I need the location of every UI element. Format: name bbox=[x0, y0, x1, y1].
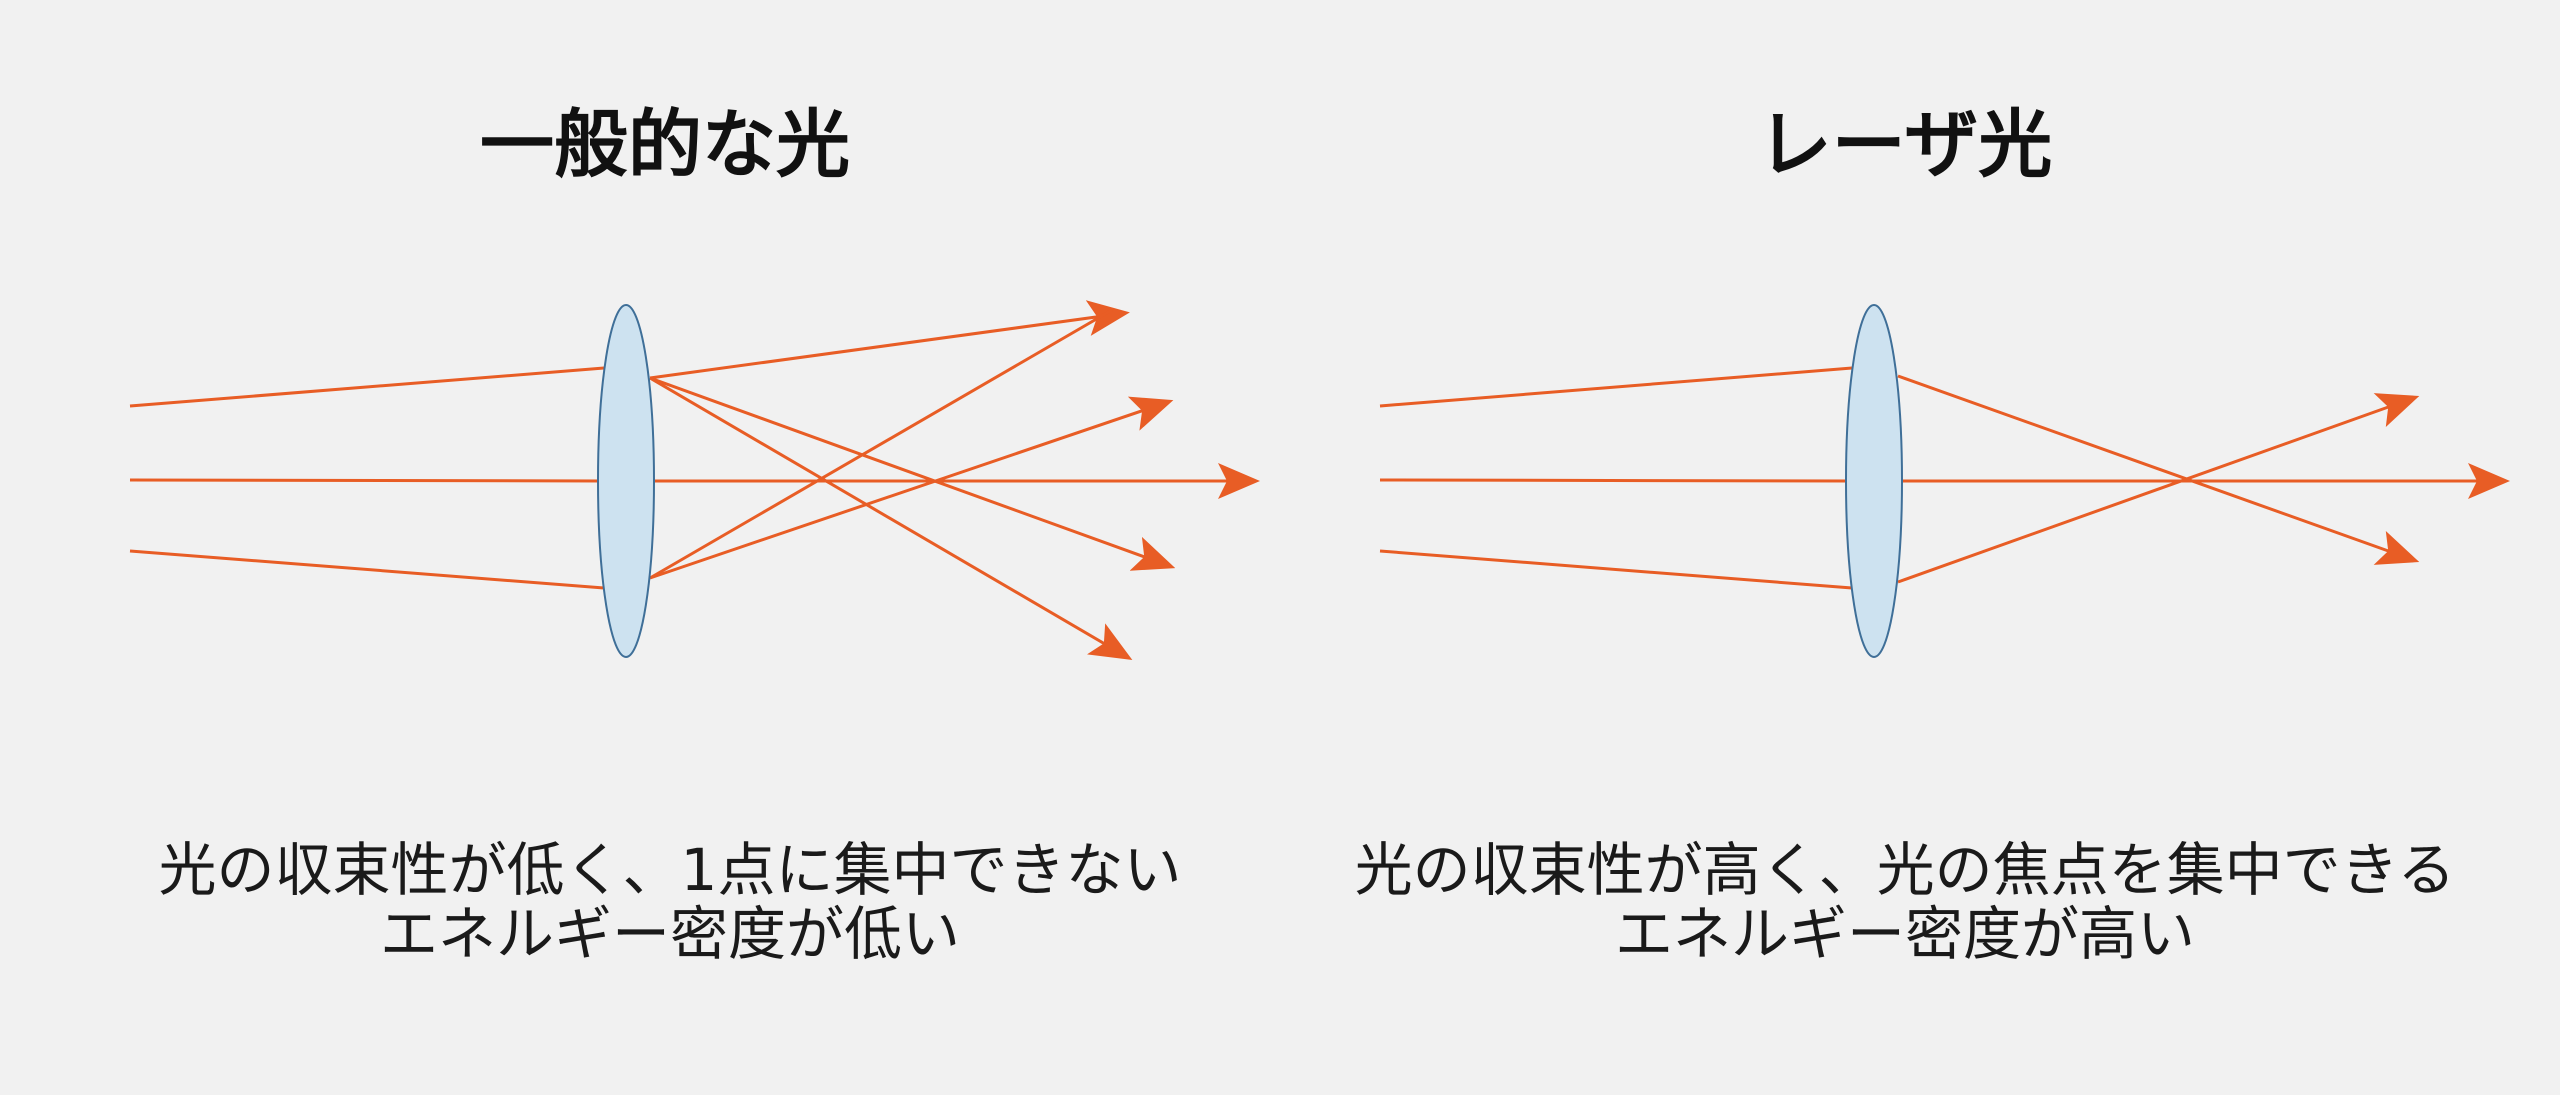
convex-lens-icon bbox=[1845, 304, 1903, 658]
incoming-ray-middle bbox=[1379, 478, 1853, 483]
laser-light-panel bbox=[1379, 304, 2510, 658]
incoming-ray-middle bbox=[129, 478, 605, 483]
ordinary-light-panel bbox=[129, 300, 1260, 661]
convex-lens-icon bbox=[597, 304, 655, 658]
outgoing-ray bbox=[649, 376, 1176, 571]
outgoing-ray bbox=[649, 308, 1113, 580]
outgoing-ray bbox=[649, 396, 1174, 580]
outgoing-ray bbox=[649, 376, 1133, 661]
panel-caption-laser-light: 光の収束性が高く、光の焦点を集中できる エネルギー密度が高い bbox=[1285, 838, 2525, 966]
caption-line: エネルギー密度が高い bbox=[1614, 900, 2195, 968]
panel-caption-ordinary-light: 光の収束性が低く、1点に集中できない エネルギー密度が低い bbox=[50, 838, 1290, 966]
incoming-ray-top bbox=[1379, 366, 1853, 408]
caption-line: 光の収束性が高く、光の焦点を集中できる bbox=[1354, 836, 2456, 904]
panel-title-ordinary-light: 一般的な光 bbox=[480, 102, 850, 188]
outgoing-ray bbox=[1897, 374, 2420, 565]
caption-line: エネルギー密度が低い bbox=[379, 900, 960, 968]
incoming-ray-bottom bbox=[129, 549, 605, 590]
outgoing-ray bbox=[649, 300, 1130, 380]
incoming-ray-top bbox=[129, 366, 605, 408]
incoming-ray-bottom bbox=[1379, 549, 1853, 590]
panel-title-laser-light: レーザ光 bbox=[1757, 102, 2053, 188]
caption-line: 光の収束性が低く、1点に集中できない bbox=[158, 836, 1182, 904]
outgoing-ray bbox=[1897, 393, 2420, 584]
